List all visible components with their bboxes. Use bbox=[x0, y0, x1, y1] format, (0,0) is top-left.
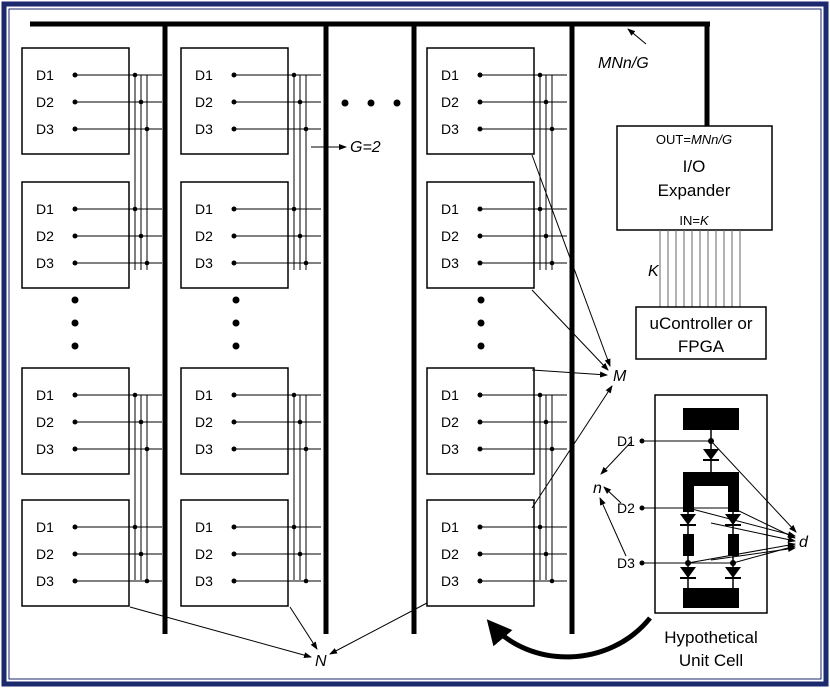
cell-row-label: D2 bbox=[441, 228, 459, 244]
controller-line2: FPGA bbox=[678, 337, 725, 356]
g-label: G=2 bbox=[350, 139, 381, 156]
io-expander-title-1: I/O bbox=[683, 157, 706, 176]
cell-row-label: D2 bbox=[441, 546, 459, 562]
cell-row-label: D3 bbox=[441, 573, 459, 589]
cell-row-label: D1 bbox=[36, 67, 54, 83]
inner-frame bbox=[8, 8, 822, 680]
io-expander-out: OUT=MNn/G bbox=[656, 132, 732, 147]
vertical-ellipsis-col1 bbox=[71, 296, 79, 350]
unit-cell-d1: D1 bbox=[617, 433, 635, 449]
cell-row-label: D1 bbox=[195, 67, 213, 83]
cell-row-label: D3 bbox=[195, 573, 213, 589]
controller-box: uController or FPGA bbox=[635, 306, 767, 360]
cell-row-label: D1 bbox=[36, 387, 54, 403]
cell-row-label: D2 bbox=[36, 414, 54, 430]
cell-row-label: D2 bbox=[195, 94, 213, 110]
unit-cell-box bbox=[639, 394, 768, 614]
d-small-label: d bbox=[799, 534, 809, 551]
cell-row-label: D2 bbox=[441, 414, 459, 430]
k-signal-lines bbox=[659, 230, 741, 307]
cell-row-label: D3 bbox=[195, 441, 213, 457]
mnng-pointer bbox=[627, 28, 647, 45]
unit-cell-caption-2: Unit Cell bbox=[679, 651, 743, 670]
cell-row-label: D1 bbox=[195, 387, 213, 403]
n-small-label: n bbox=[593, 480, 602, 497]
curved-arrow bbox=[486, 616, 652, 660]
unit-cell-caption-1: Hypothetical bbox=[664, 628, 758, 647]
io-expander-in: IN=K bbox=[679, 213, 710, 228]
cell-row-label: D3 bbox=[36, 121, 54, 137]
cell-row-label: D3 bbox=[195, 121, 213, 137]
cell-row-label: D1 bbox=[441, 519, 459, 535]
cell-row-label: D2 bbox=[441, 94, 459, 110]
cell-row-label: D2 bbox=[36, 228, 54, 244]
m-arrows bbox=[531, 154, 613, 509]
cell-row-label: D3 bbox=[36, 255, 54, 271]
cell-row-label: D3 bbox=[441, 255, 459, 271]
cell-row-label: D3 bbox=[36, 573, 54, 589]
cell-row-label: D1 bbox=[441, 201, 459, 217]
cell-row-label: D3 bbox=[36, 441, 54, 457]
cell-row-label: D3 bbox=[441, 121, 459, 137]
k-label: K bbox=[648, 263, 660, 280]
cell-row-label: D2 bbox=[195, 546, 213, 562]
controller-line1: uController or bbox=[650, 314, 753, 333]
cell-grid: D1D2D3D1D2D3D1D2D3D1D2D3D1D2D3D1D2D3D1D2… bbox=[21, 47, 567, 607]
n-arrows bbox=[129, 602, 428, 659]
cell-row-label: D1 bbox=[195, 519, 213, 535]
unit-cell-d3: D3 bbox=[617, 555, 635, 571]
cell-row-label: D2 bbox=[36, 546, 54, 562]
cell-row-label: D2 bbox=[195, 414, 213, 430]
mnng-label: MNn/G bbox=[598, 55, 649, 72]
horizontal-ellipsis bbox=[341, 99, 401, 107]
io-expander-box: OUT=MNn/G I/O Expander IN=K bbox=[616, 125, 773, 231]
vertical-ellipsis-col2 bbox=[232, 296, 240, 350]
n-big-label: N bbox=[315, 653, 327, 670]
cell-row-label: D1 bbox=[36, 201, 54, 217]
cell-row-label: D1 bbox=[441, 387, 459, 403]
n-small-arrows bbox=[599, 440, 633, 557]
cell-row-label: D2 bbox=[36, 94, 54, 110]
d-small-arrows bbox=[687, 440, 797, 564]
cell-row-label: D3 bbox=[441, 441, 459, 457]
cell-row-label: D1 bbox=[195, 201, 213, 217]
cell-row-label: D1 bbox=[441, 67, 459, 83]
m-label: M bbox=[613, 368, 627, 385]
unit-cell-d2: D2 bbox=[617, 500, 635, 516]
cell-row-label: D2 bbox=[195, 228, 213, 244]
vertical-ellipsis-col3 bbox=[477, 296, 485, 350]
io-expander-title-2: Expander bbox=[658, 181, 731, 200]
cell-row-label: D3 bbox=[195, 255, 213, 271]
cell-row-label: D1 bbox=[36, 519, 54, 535]
